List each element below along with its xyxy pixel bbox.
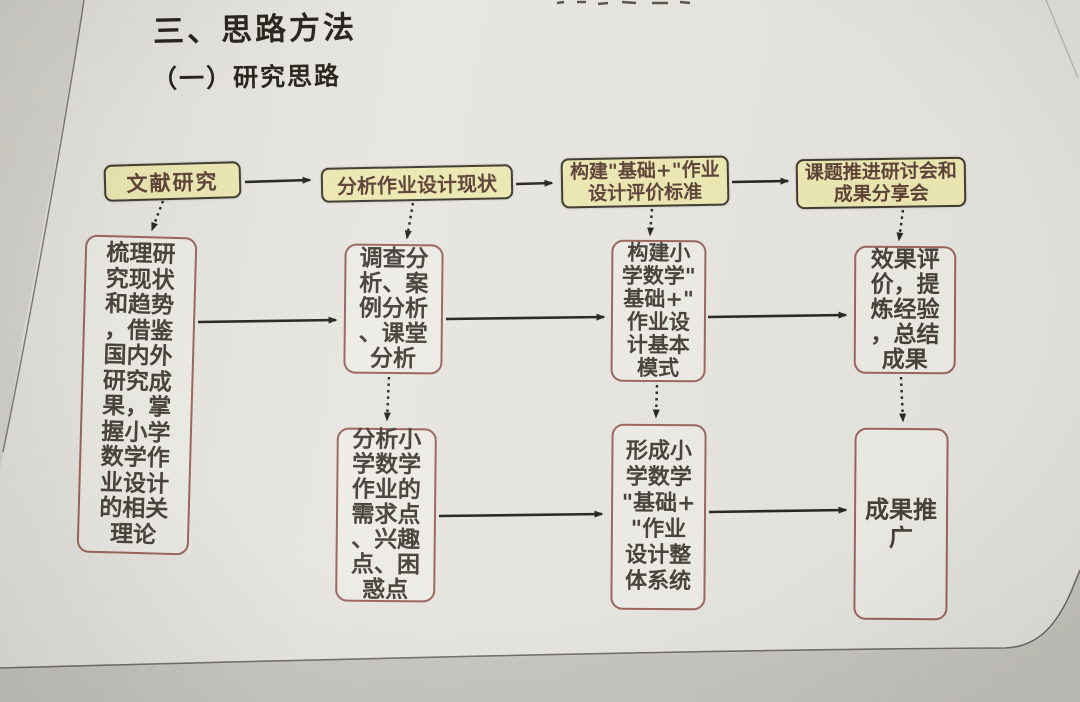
dotted-arrow-phase1-down xyxy=(150,200,165,232)
process-box-label: 梳理研究现状和趋势，借鉴国内外研究成果，掌握小学数学作业设计的相关理论 xyxy=(98,240,176,549)
table-surface-left xyxy=(0,0,84,470)
dotted-arrow-proc3-down xyxy=(652,384,660,419)
phase-box-homework-design-analysis: 分析作业设计现状 xyxy=(320,164,514,203)
dotted-arrow-proc2-down xyxy=(383,376,391,422)
process-box-basic-model: 构建小学数学"基础+"作业设计基本模式 xyxy=(610,239,707,383)
outcome-box-label: 形成小学数学"基础+"作业设计整体系统 xyxy=(621,438,696,595)
page-left-edge xyxy=(2,0,85,453)
dotted-arrow-proc4-down xyxy=(899,376,907,423)
phase-box-label: 构建"基础+"作业设计评价标准 xyxy=(569,158,720,205)
dotted-arrow-phase4-down xyxy=(896,209,905,242)
outcome-box-overall-system: 形成小学数学"基础+"作业设计整体系统 xyxy=(610,423,707,611)
phase-box-label: 课题推进研讨会和成果分享会 xyxy=(804,159,957,206)
outcome-box-label: 成果推广 xyxy=(865,495,938,553)
section-title: 三、思路方法 xyxy=(152,9,358,51)
arrow-proc2-proc3 xyxy=(445,313,606,321)
outcome-box-needs-analysis: 分析小学数学作业的需求点、兴趣点、困惑点 xyxy=(335,426,437,603)
phase-box-label: 文献研究 xyxy=(126,169,219,196)
arrow-out1-out2 xyxy=(438,510,604,518)
process-box-theory-review: 梳理研究现状和趋势，借鉴国内外研究成果，掌握小学数学作业设计的相关理论 xyxy=(76,234,198,556)
subsection-title: （一）研究思路 xyxy=(151,61,342,94)
page-right-edge xyxy=(1045,0,1079,79)
process-box-survey-analysis: 调查分析、案例分析、课堂分析 xyxy=(343,243,444,375)
phase-box-evaluation-standards: 构建"基础+"作业设计评价标准 xyxy=(560,155,730,209)
process-box-label: 调查分析、案例分析、课堂分析 xyxy=(358,245,429,372)
process-box-effect-evaluation: 效果评价，提炼经验，总结成果 xyxy=(853,245,957,375)
arrow-phase1-phase2 xyxy=(244,176,312,184)
dotted-arrow-phase3-down xyxy=(647,208,655,237)
outcome-box-label: 分析小学数学作业的需求点、兴趣点、困惑点 xyxy=(350,426,422,603)
phase-box-seminar-sharing: 课题推进研讨会和成果分享会 xyxy=(795,156,967,210)
process-box-label: 构建小学数学"基础+"作业设计基本模式 xyxy=(621,240,696,381)
arrow-proc1-proc2 xyxy=(197,316,338,324)
process-box-label: 效果评价，提炼经验，总结成果 xyxy=(870,246,940,373)
phase-box-literature-research: 文献研究 xyxy=(103,161,242,202)
arrow-proc3-proc4 xyxy=(707,311,848,319)
cropped-text-fragment xyxy=(556,0,691,6)
outcome-box-achievement-promotion: 成果推广 xyxy=(853,427,949,621)
arrow-phase3-phase4 xyxy=(731,177,790,185)
phase-box-label: 分析作业设计现状 xyxy=(336,171,498,199)
arrow-phase2-phase3 xyxy=(515,179,554,187)
dotted-arrow-phase2-down xyxy=(404,202,415,240)
arrow-out2-out3 xyxy=(708,506,848,514)
